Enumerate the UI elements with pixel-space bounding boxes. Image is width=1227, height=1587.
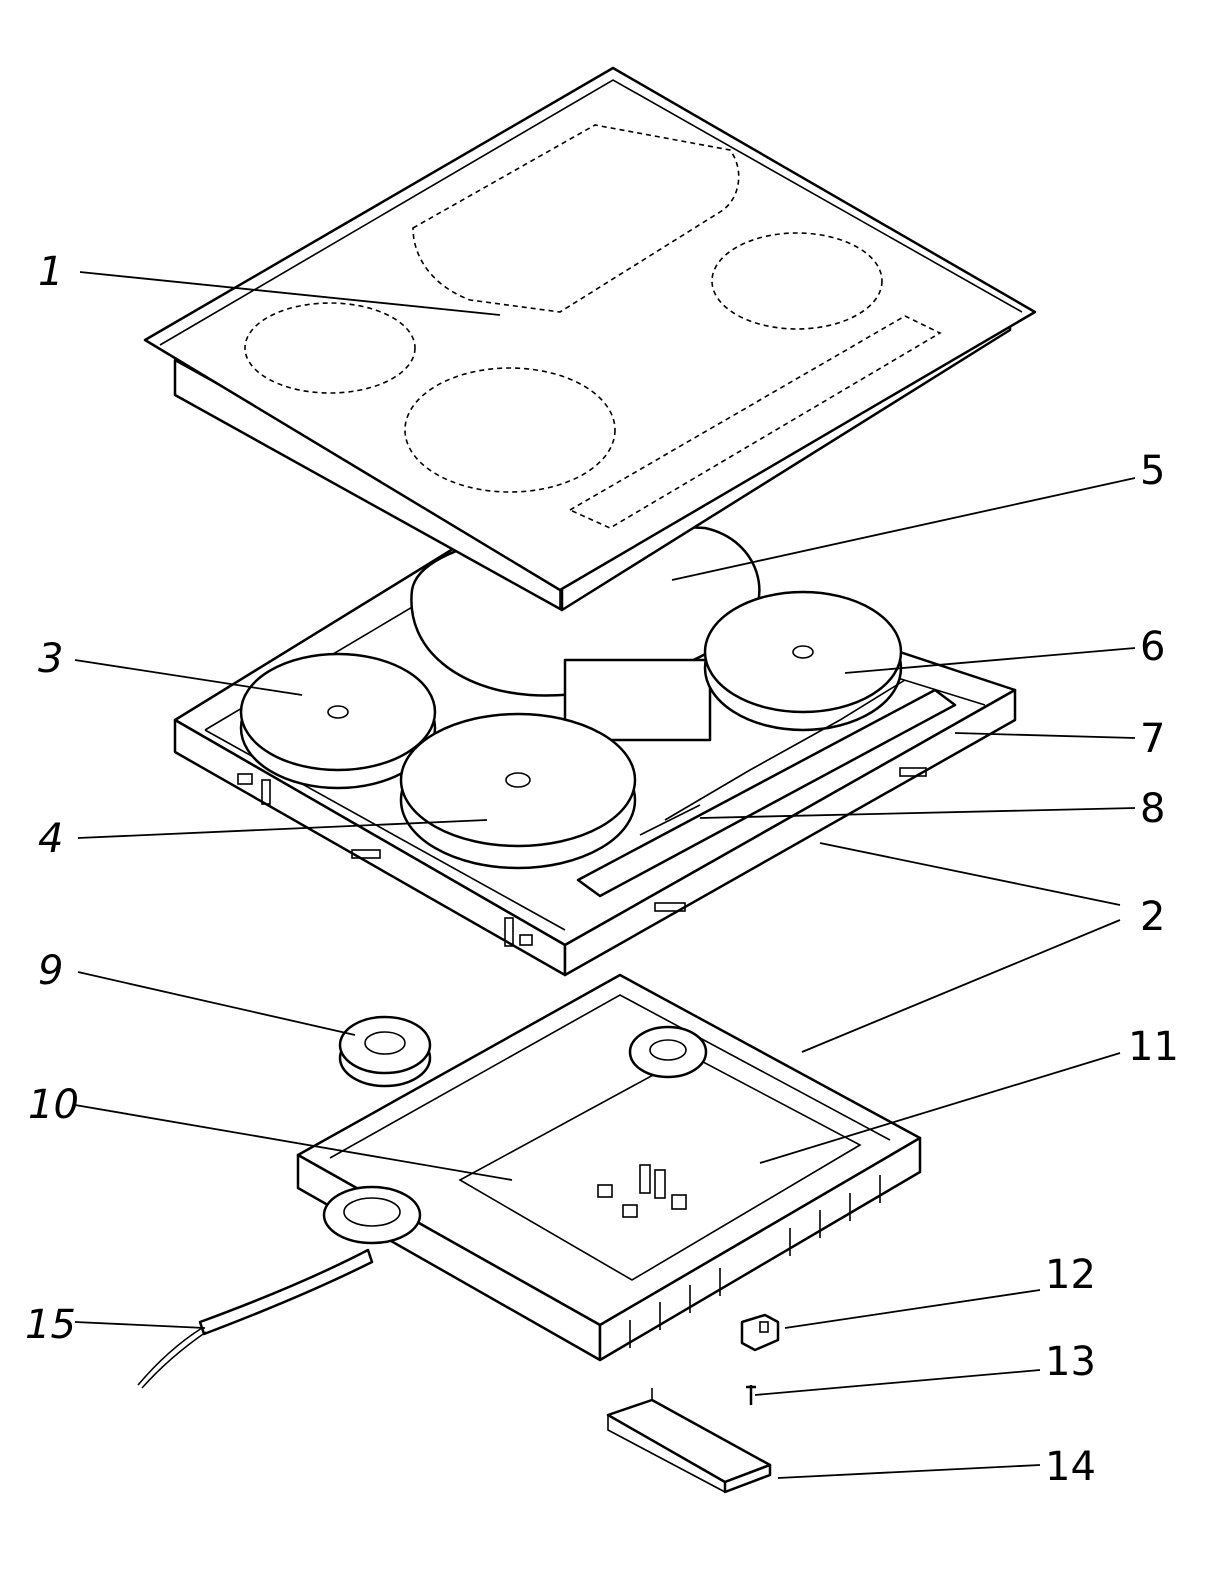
callout-14: 14 (1045, 1444, 1096, 1490)
coil-3 (239, 652, 437, 790)
power-cable-15 (137, 1248, 374, 1389)
leader-lines (74, 271, 1136, 1479)
callout-10: 10 (28, 1082, 79, 1128)
cover-bracket-14 (606, 1388, 772, 1494)
coil-4 (399, 712, 637, 870)
vent-slats (629, 1175, 881, 1348)
glass-plate (143, 66, 1037, 612)
coil-6 (703, 590, 903, 732)
callout-1: 1 (38, 249, 63, 295)
callout-15: 15 (25, 1302, 76, 1348)
callout-9: 9 (38, 948, 63, 994)
callout-8: 8 (1140, 786, 1165, 832)
callout-2: 2 (1140, 894, 1165, 940)
callout-5: 5 (1140, 448, 1165, 494)
callout-3: 3 (38, 636, 63, 682)
clip-12 (740, 1313, 780, 1352)
callout-11: 11 (1128, 1024, 1179, 1070)
bottom-housing (296, 973, 922, 1362)
control-strip (576, 679, 957, 898)
callout-4: 4 (38, 816, 63, 862)
callout-13: 13 (1045, 1339, 1096, 1385)
screw-13 (746, 1385, 756, 1405)
callout-labels: 1 2 3 4 5 6 7 8 9 10 11 12 13 14 15 (25, 249, 1179, 1490)
callout-6: 6 (1140, 624, 1165, 670)
fan-9 (338, 1015, 432, 1088)
callout-7: 7 (1140, 716, 1165, 762)
callout-12: 12 (1045, 1252, 1096, 1298)
housing-fan (628, 1025, 708, 1079)
